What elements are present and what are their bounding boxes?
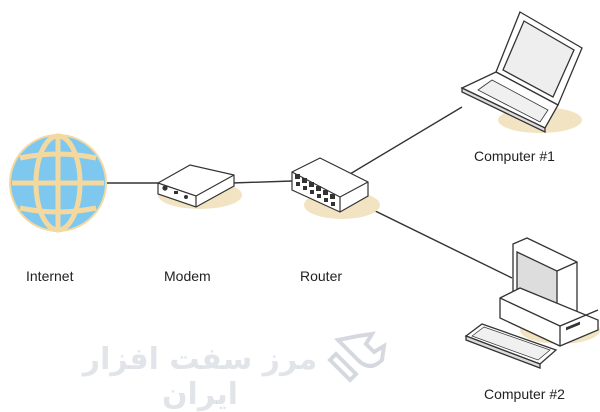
computer2-label: Computer #2 xyxy=(484,386,565,402)
connections xyxy=(106,106,513,279)
desktop-computer-icon xyxy=(464,237,600,369)
modem-icon xyxy=(157,164,242,209)
router-label: Router xyxy=(300,268,343,284)
link-modem-router xyxy=(231,180,293,184)
watermark-text: مرز سفت افزار ایران xyxy=(82,342,318,412)
router-icon xyxy=(291,157,380,219)
computer1-label: Computer #1 xyxy=(474,148,555,164)
watermark: مرز سفت افزار ایران xyxy=(70,328,390,412)
globe-icon xyxy=(9,133,107,233)
modem-label: Modem xyxy=(164,268,211,284)
link-router-computer2 xyxy=(364,205,513,279)
internet-label: Internet xyxy=(26,268,74,284)
link-router-computer1 xyxy=(349,106,463,175)
laptop-icon xyxy=(460,11,583,134)
wrench-logo-icon xyxy=(327,331,387,383)
